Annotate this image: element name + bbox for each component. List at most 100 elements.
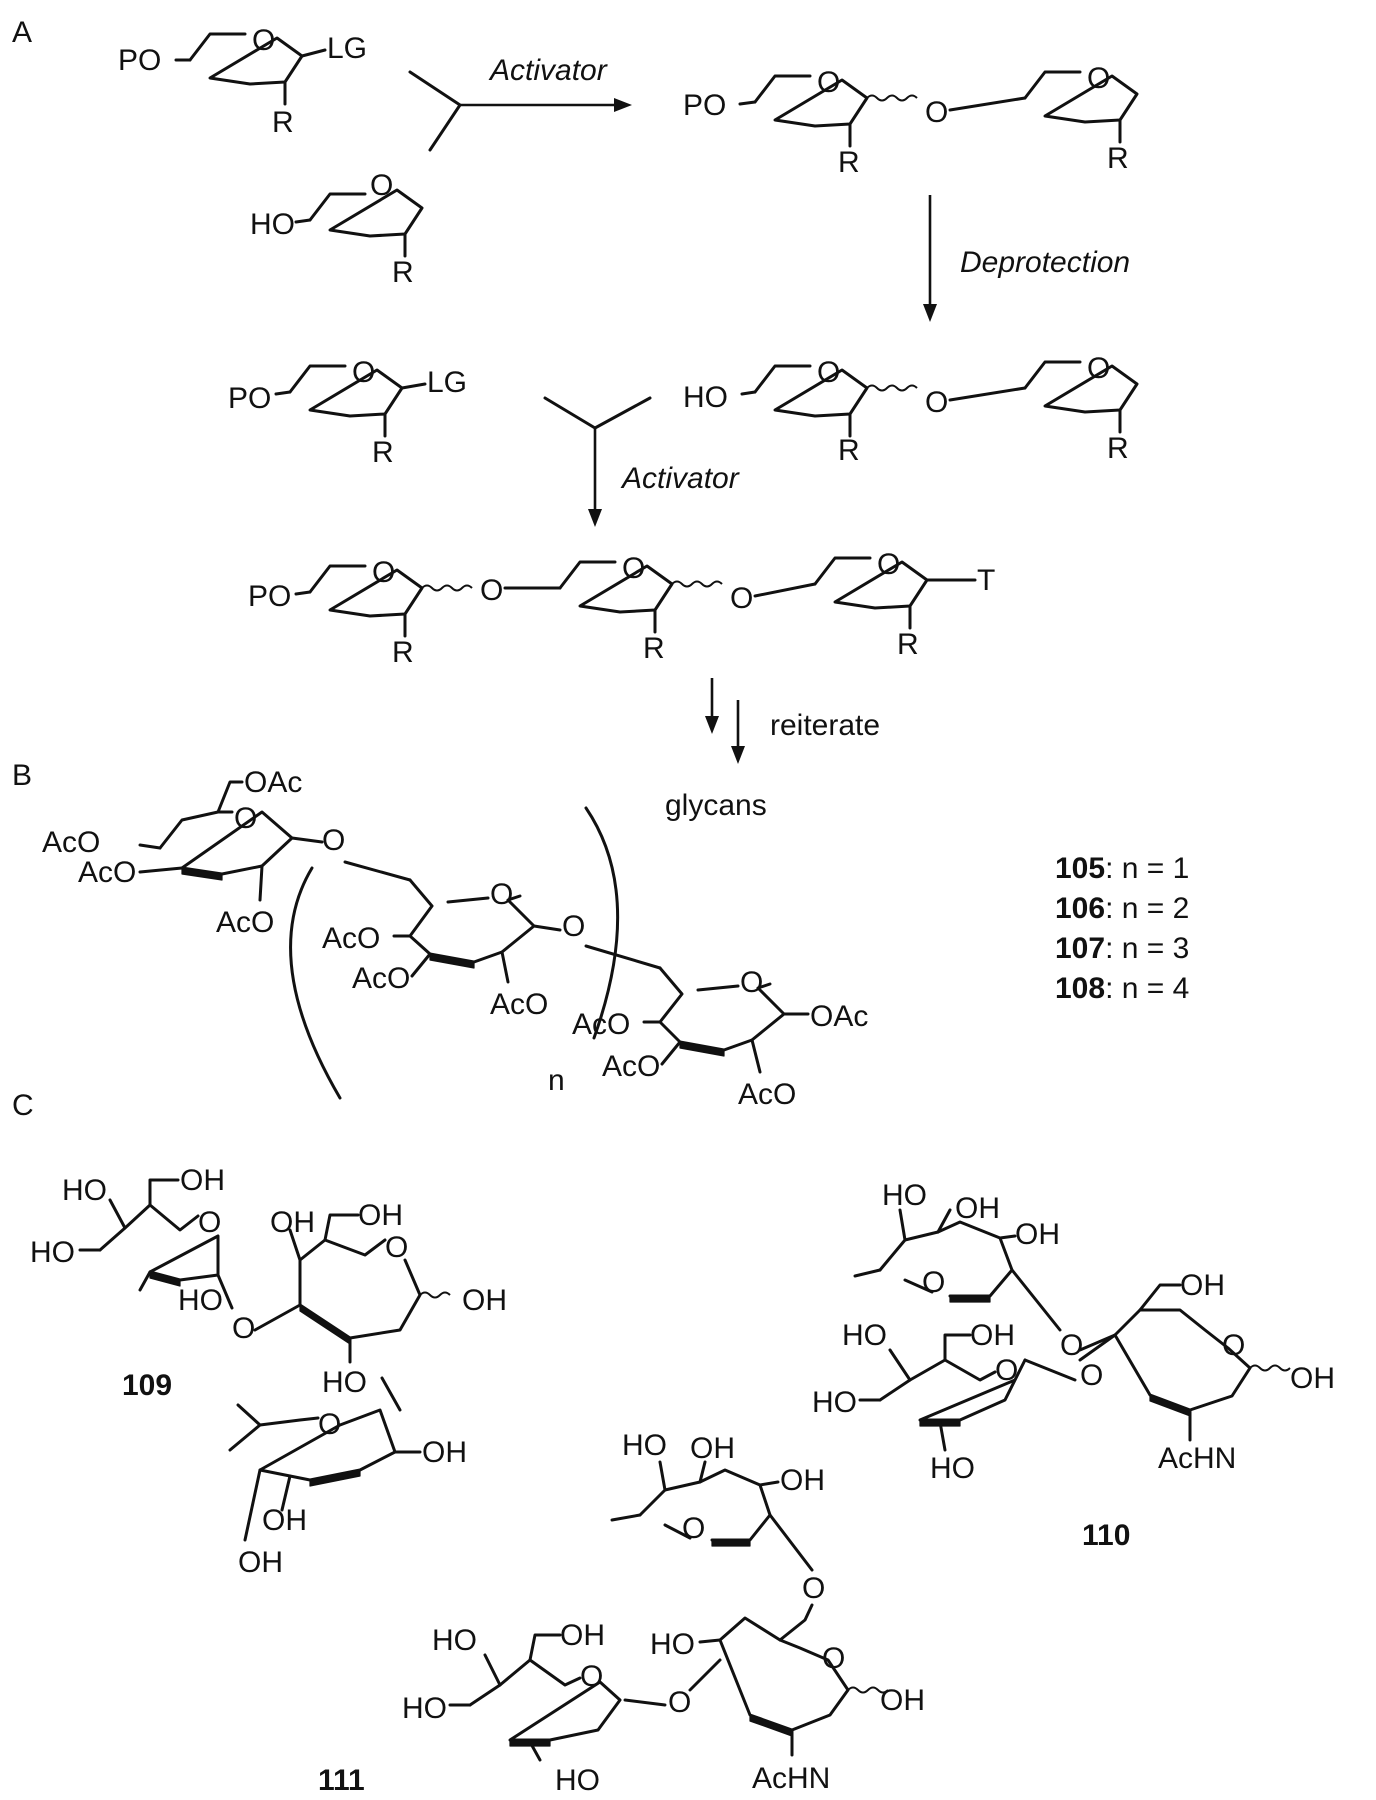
disaccharide-1: O PO R O O R <box>683 62 1139 179</box>
trisaccharide: O PO R O O R O O T R <box>248 548 995 669</box>
svg-text:O: O <box>802 1572 825 1605</box>
svg-text:O: O <box>668 1686 691 1719</box>
glycans-label: glycans <box>665 789 767 822</box>
svg-text:O: O <box>252 24 275 57</box>
svg-text:OH: OH <box>780 1464 825 1497</box>
svg-text:OH: OH <box>560 1619 605 1652</box>
compound-109: O HO OH HO HO O O OH OH OH HO O OH OH OH <box>30 1164 507 1579</box>
svg-text:reiterate: reiterate <box>770 709 880 742</box>
svg-text:OAc: OAc <box>810 1000 868 1033</box>
svg-text:O: O <box>370 169 393 202</box>
acceptor-1: O HO R <box>250 169 424 289</box>
svg-text:OH: OH <box>970 1319 1015 1352</box>
svg-text:HO: HO <box>432 1624 477 1657</box>
svg-text:R: R <box>1107 142 1129 175</box>
svg-text:R: R <box>372 436 394 469</box>
svg-text:O: O <box>925 96 948 129</box>
svg-text:O: O <box>322 824 345 857</box>
svg-text:O: O <box>817 356 840 389</box>
svg-text:OAc: OAc <box>244 766 302 799</box>
donor-2: O PO LG R <box>228 356 467 469</box>
svg-text:OH: OH <box>422 1436 467 1469</box>
svg-text:O: O <box>622 552 645 585</box>
svg-text:HO: HO <box>30 1236 75 1269</box>
svg-text:O: O <box>198 1206 221 1239</box>
svg-text:OH: OH <box>955 1192 1000 1225</box>
svg-text:R: R <box>392 636 414 669</box>
svg-text:T: T <box>977 564 995 597</box>
svg-text:R: R <box>643 632 665 665</box>
svg-text:105: n = 1: 105: n = 1 <box>1055 852 1189 885</box>
arrow-deprotection: Deprotection <box>923 195 1130 322</box>
panel-label-b: B <box>12 759 32 792</box>
svg-text:R: R <box>838 434 860 467</box>
svg-text:O: O <box>682 1512 705 1545</box>
svg-text:HO: HO <box>250 208 295 241</box>
svg-text:AcO: AcO <box>490 988 548 1021</box>
svg-text:O: O <box>995 1354 1018 1387</box>
svg-text:O: O <box>480 574 503 607</box>
compound-label-110: 110 <box>1082 1519 1130 1552</box>
svg-text:OH: OH <box>358 1199 403 1232</box>
svg-text:O: O <box>740 966 763 999</box>
arrow-reiterate: reiterate <box>705 678 880 764</box>
svg-text:O: O <box>1080 1359 1103 1392</box>
compound-label-109: 109 <box>122 1369 172 1402</box>
glucose-reducing: O AcO AcO AcO OAc <box>572 944 868 1111</box>
svg-text:O: O <box>822 1642 845 1675</box>
svg-text:AcO: AcO <box>216 906 274 939</box>
svg-text:AcO: AcO <box>352 962 410 995</box>
svg-text:LG: LG <box>427 366 467 399</box>
arrow-activator-2: Activator <box>588 428 740 527</box>
svg-text:AcO: AcO <box>78 856 136 889</box>
svg-text:Activator: Activator <box>488 54 608 87</box>
svg-text:OH: OH <box>1015 1218 1060 1251</box>
svg-text:R: R <box>272 106 294 139</box>
svg-text:R: R <box>838 146 860 179</box>
svg-text:R: R <box>897 628 919 661</box>
svg-text:OH: OH <box>180 1164 225 1197</box>
svg-text:PO: PO <box>118 44 161 77</box>
panel-label-a: A <box>12 16 32 49</box>
svg-text:O: O <box>490 878 513 911</box>
svg-text:AcHN: AcHN <box>1158 1442 1236 1475</box>
svg-text:HO: HO <box>683 381 728 414</box>
glucose-repeat: O AcO AcO AcO O <box>322 860 585 1021</box>
svg-text:107: n = 3: 107: n = 3 <box>1055 932 1189 965</box>
svg-text:PO: PO <box>228 382 271 415</box>
svg-text:O: O <box>234 802 257 835</box>
svg-text:O: O <box>562 910 585 943</box>
svg-text:Deprotection: Deprotection <box>960 246 1130 279</box>
svg-text:OH: OH <box>238 1546 283 1579</box>
coupling-bracket-2 <box>543 396 652 430</box>
svg-text:O: O <box>1060 1329 1083 1362</box>
svg-text:HO: HO <box>178 1284 223 1317</box>
svg-text:O: O <box>232 1312 255 1345</box>
svg-text:O: O <box>925 386 948 419</box>
svg-text:PO: PO <box>683 89 726 122</box>
svg-text:O: O <box>877 548 900 581</box>
svg-text:O: O <box>1222 1329 1245 1362</box>
svg-text:OH: OH <box>1180 1269 1225 1302</box>
svg-text:HO: HO <box>882 1179 927 1212</box>
compound-list: 105: n = 1 106: n = 2 107: n = 3 108: n … <box>1055 852 1189 1005</box>
svg-text:HO: HO <box>650 1628 695 1661</box>
svg-text:OH: OH <box>1290 1362 1335 1395</box>
svg-text:AcO: AcO <box>738 1078 796 1111</box>
bracket-right <box>584 806 620 1040</box>
svg-text:O: O <box>817 66 840 99</box>
acceptor-2: O HO R O O R <box>683 352 1139 467</box>
svg-text:R: R <box>392 256 414 289</box>
svg-text:O: O <box>352 356 375 389</box>
svg-text:PO: PO <box>248 580 291 613</box>
svg-text:AcHN: AcHN <box>752 1762 830 1795</box>
svg-text:O: O <box>580 1660 603 1693</box>
arrow-activator-1: Activator <box>460 54 632 112</box>
svg-text:LG: LG <box>327 32 367 65</box>
repeat-n: n <box>548 1064 565 1097</box>
svg-text:O: O <box>1087 352 1110 385</box>
svg-text:Activator: Activator <box>620 462 740 495</box>
svg-text:HO: HO <box>930 1452 975 1485</box>
svg-text:R: R <box>1107 432 1129 465</box>
